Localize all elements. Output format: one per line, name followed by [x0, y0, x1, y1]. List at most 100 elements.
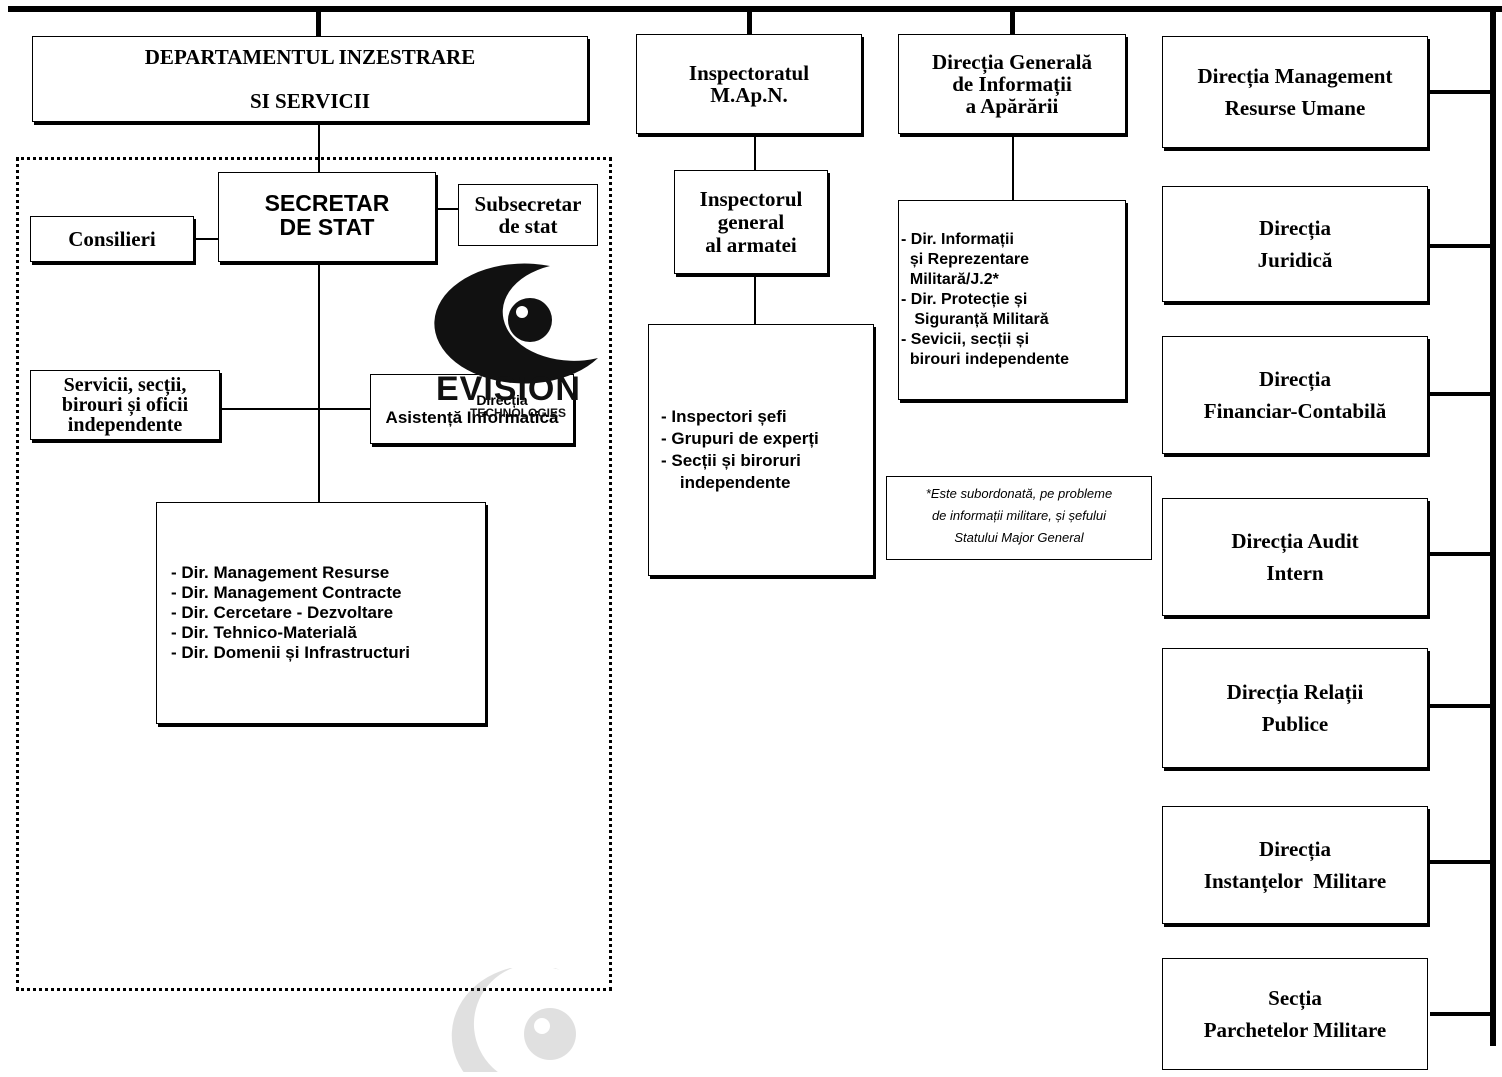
faint-eye-icon — [451, 964, 600, 1077]
secretar-line2: DE STAT — [279, 214, 375, 240]
dgia-item-5: Siguranță Militară — [901, 311, 1049, 328]
departament-line1: DEPARTAMENTUL INZESTRARE — [144, 45, 476, 69]
servicii-line3: independente — [67, 414, 183, 436]
right-3-line2: Financiar-Contabilă — [1203, 399, 1387, 423]
dgia-item-6: - Sevicii, secții și — [901, 331, 1030, 348]
dir-item-4: - Dir. Tehnico-Materială — [171, 623, 357, 642]
evision-sub: TECHNOLOGIES — [470, 406, 567, 420]
departament-group-frame — [16, 157, 612, 991]
secretar-stat-box: SECRETAR DE STAT — [218, 172, 436, 262]
right-4-line2: Intern — [1266, 561, 1324, 585]
inspectorul-general-box: Inspectorul general al armatei — [674, 170, 828, 274]
connector-consilieri — [194, 238, 218, 240]
dir-item-5: - Dir. Domenii și Infrastructuri — [171, 643, 410, 662]
dgia-list-box: - Dir. Informații și Reprezentare Milita… — [898, 200, 1126, 400]
connector-right-6 — [1430, 860, 1492, 864]
dgia-line2: de Informații — [952, 72, 1072, 96]
dgia-item-4: - Dir. Protecție și — [901, 291, 1028, 308]
right-5-line2: Publice — [1261, 712, 1329, 736]
connector-right-4 — [1430, 552, 1492, 556]
directia-management-resurse-umane: Direcția Management Resurse Umane — [1162, 36, 1428, 148]
inspectori-item-4: independente — [661, 473, 791, 492]
dgia-box: Direcția Generală de Informații a Apărăr… — [898, 34, 1126, 134]
inspectori-list-box: - Inspectori șefi - Grupuri de experți -… — [648, 324, 874, 576]
departament-box: DEPARTAMENTUL INZESTRARE SI SERVICII — [32, 36, 588, 122]
connector-right-3 — [1430, 392, 1492, 396]
inspectorul-line3: al armatei — [705, 232, 797, 257]
evision-eye-icon — [434, 263, 598, 384]
consilieri-label: Consilieri — [68, 226, 156, 251]
servicii-box: Servicii, secții, birouri și oficii inde… — [30, 370, 220, 440]
connector-dgia-down — [1012, 136, 1014, 200]
dgia-footnote: *Este subordonată, pe probleme de inform… — [886, 476, 1152, 560]
connector-inspectorat — [747, 8, 752, 36]
right-4-line1: Direcția Audit — [1231, 529, 1359, 553]
inspectoratul-line2: M.Ap.N. — [710, 83, 788, 107]
connector-subsecretar — [436, 208, 460, 210]
inspectori-item-3: - Secții și biroruri — [661, 451, 801, 470]
connector-dgia — [1010, 8, 1015, 36]
inspectoratul-line1: Inspectoratul — [688, 61, 810, 85]
secretar-line1: SECRETAR — [264, 190, 390, 216]
top-bus-line — [8, 6, 1502, 12]
right-bus-line — [1490, 6, 1496, 1046]
note-line3: Statului Major General — [954, 530, 1084, 545]
consilieri-box: Consilieri — [30, 216, 194, 262]
directia-financiar-contabila: Direcția Financiar-Contabilă — [1162, 336, 1428, 454]
connector-servicii-asistenta — [220, 408, 372, 410]
directia-audit-intern: Direcția Audit Intern — [1162, 498, 1428, 616]
inspectori-item-2: - Grupuri de experți — [661, 429, 819, 448]
directia-juridica: Direcția Juridică — [1162, 186, 1428, 302]
servicii-line1: Servicii, secții, — [63, 374, 187, 396]
directii-subordonate-box: - Dir. Management Resurse - Dir. Managem… — [156, 502, 486, 724]
inspectori-item-1: - Inspectori șefi — [661, 407, 787, 426]
departament-line2: SI SERVICII — [249, 89, 371, 113]
sectia-parchetelor-militare: Secția Parchetelor Militare — [1162, 958, 1428, 1070]
right-1-line1: Direcția Management — [1197, 64, 1393, 88]
right-1-line2: Resurse Umane — [1224, 96, 1366, 120]
connector-right-5 — [1430, 704, 1492, 708]
dir-item-3: - Dir. Cercetare - Dezvoltare — [171, 603, 394, 622]
right-7-line1: Secția — [1268, 986, 1322, 1010]
servicii-line2: birouri și oficii — [61, 394, 189, 416]
dgia-item-1: - Dir. Informații — [901, 231, 1014, 248]
inspectoratul-box: Inspectoratul M.Ap.N. — [636, 34, 862, 134]
inspectorul-line2: general — [717, 209, 785, 234]
right-2-line2: Juridică — [1257, 248, 1333, 272]
right-2-line1: Direcția — [1259, 216, 1331, 240]
dir-item-2: - Dir. Management Contracte — [171, 583, 402, 602]
dgia-line3: a Apărării — [965, 94, 1059, 118]
connector-secretar-down — [318, 262, 320, 502]
directia-relatii-publice: Direcția Relații Publice — [1162, 648, 1428, 768]
right-6-line1: Direcția — [1259, 837, 1331, 861]
connector-right-1 — [1430, 90, 1492, 94]
subsecretar-line2: de stat — [498, 214, 558, 238]
directia-instantelor-militare: Direcția Instanțelor Militare — [1162, 806, 1428, 924]
evision-brand: EVISION — [436, 370, 581, 408]
subsecretar-line1: Subsecretar — [474, 192, 582, 216]
connector-inspectorat-down — [754, 136, 756, 170]
asistenta-label: Asistență Informatică — [385, 408, 559, 427]
right-3-line1: Direcția — [1259, 367, 1331, 391]
connector-departament-secretar — [318, 124, 320, 172]
asistenta-informatica-box: Direcția Asistență Informatică — [370, 374, 574, 444]
right-5-line1: Direcția Relații — [1226, 680, 1364, 704]
asistenta-overlay-label: Direcția — [476, 392, 528, 408]
connector-departament — [316, 8, 321, 36]
right-7-line2: Parchetelor Militare — [1203, 1018, 1387, 1042]
dgia-item-3: Militară/J.2* — [901, 271, 999, 288]
note-line2: de informații militare, și șefului — [931, 508, 1107, 523]
note-line1: *Este subordonată, pe probleme — [925, 486, 1113, 501]
dgia-line1: Direcția Generală — [932, 50, 1092, 74]
dgia-item-2: și Reprezentare — [901, 251, 1030, 268]
inspectorul-line1: Inspectorul — [699, 186, 803, 211]
connector-inspectorul-down — [754, 276, 756, 324]
dgia-item-7: birouri independente — [901, 351, 1070, 368]
dir-item-1: - Dir. Management Resurse — [171, 563, 390, 582]
evision-logo: EVISION TECHNOLOGIES — [430, 262, 620, 422]
connector-right-2 — [1430, 244, 1492, 248]
faint-watermark — [450, 964, 630, 1077]
right-6-line2: Instanțelor Militare — [1203, 869, 1387, 893]
subsecretar-box: Subsecretar de stat — [458, 184, 598, 246]
connector-right-7 — [1430, 1012, 1492, 1016]
